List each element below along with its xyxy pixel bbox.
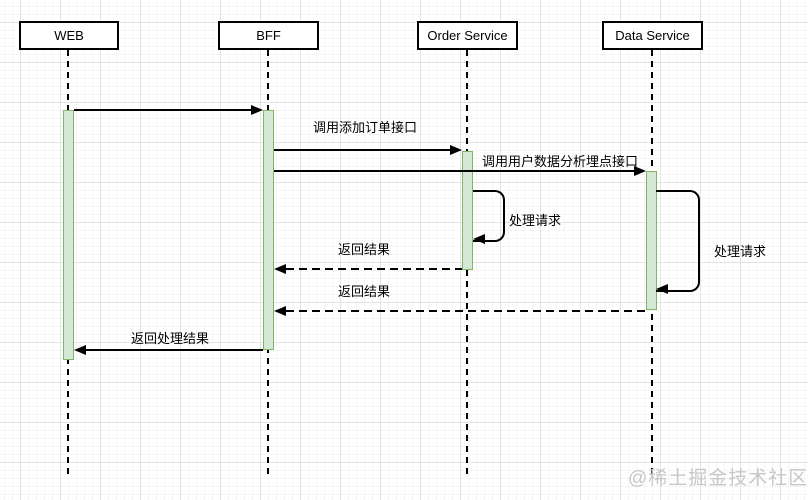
actor-label-bff: BFF xyxy=(256,28,281,43)
actor-box-data: Data Service xyxy=(602,21,703,50)
arrowhead-left-icon xyxy=(74,345,86,355)
message-line xyxy=(86,349,263,351)
message-label: 返回结果 xyxy=(337,242,391,257)
arrowhead-left-icon xyxy=(274,264,286,274)
activation-data xyxy=(646,171,657,310)
actor-box-web: WEB xyxy=(19,21,119,50)
arrowhead-right-icon xyxy=(450,145,462,155)
activation-order xyxy=(462,151,473,270)
message-label: 调用添加订单接口 xyxy=(312,120,418,135)
self-loop-path xyxy=(656,190,700,292)
actor-box-bff: BFF xyxy=(218,21,319,50)
actor-box-order: Order Service xyxy=(417,21,518,50)
message-line xyxy=(274,170,635,172)
activation-web xyxy=(63,110,74,360)
self-loop-path xyxy=(473,190,505,242)
activation-bff xyxy=(263,110,274,350)
actor-label-web: WEB xyxy=(54,28,84,43)
message-line-dashed xyxy=(286,310,646,312)
message-line-dashed xyxy=(286,268,462,270)
arrowhead-left-icon xyxy=(274,306,286,316)
actor-label-order: Order Service xyxy=(427,28,508,43)
arrowhead-right-icon xyxy=(634,166,646,176)
message-line xyxy=(74,109,252,111)
message-line xyxy=(274,149,451,151)
watermark: @稀土掘金技术社区 xyxy=(628,468,808,489)
arrowhead-right-icon xyxy=(251,105,263,115)
message-label: 调用用户数据分析埋点接口 xyxy=(481,154,639,169)
actor-label-data: Data Service xyxy=(615,28,690,43)
message-label: 处理请求 xyxy=(713,244,767,259)
arrowhead-left-icon xyxy=(473,234,485,244)
message-label: 返回处理结果 xyxy=(130,331,210,346)
message-label: 处理请求 xyxy=(508,213,562,228)
arrowhead-left-icon xyxy=(656,284,668,294)
message-label: 返回结果 xyxy=(337,284,391,299)
